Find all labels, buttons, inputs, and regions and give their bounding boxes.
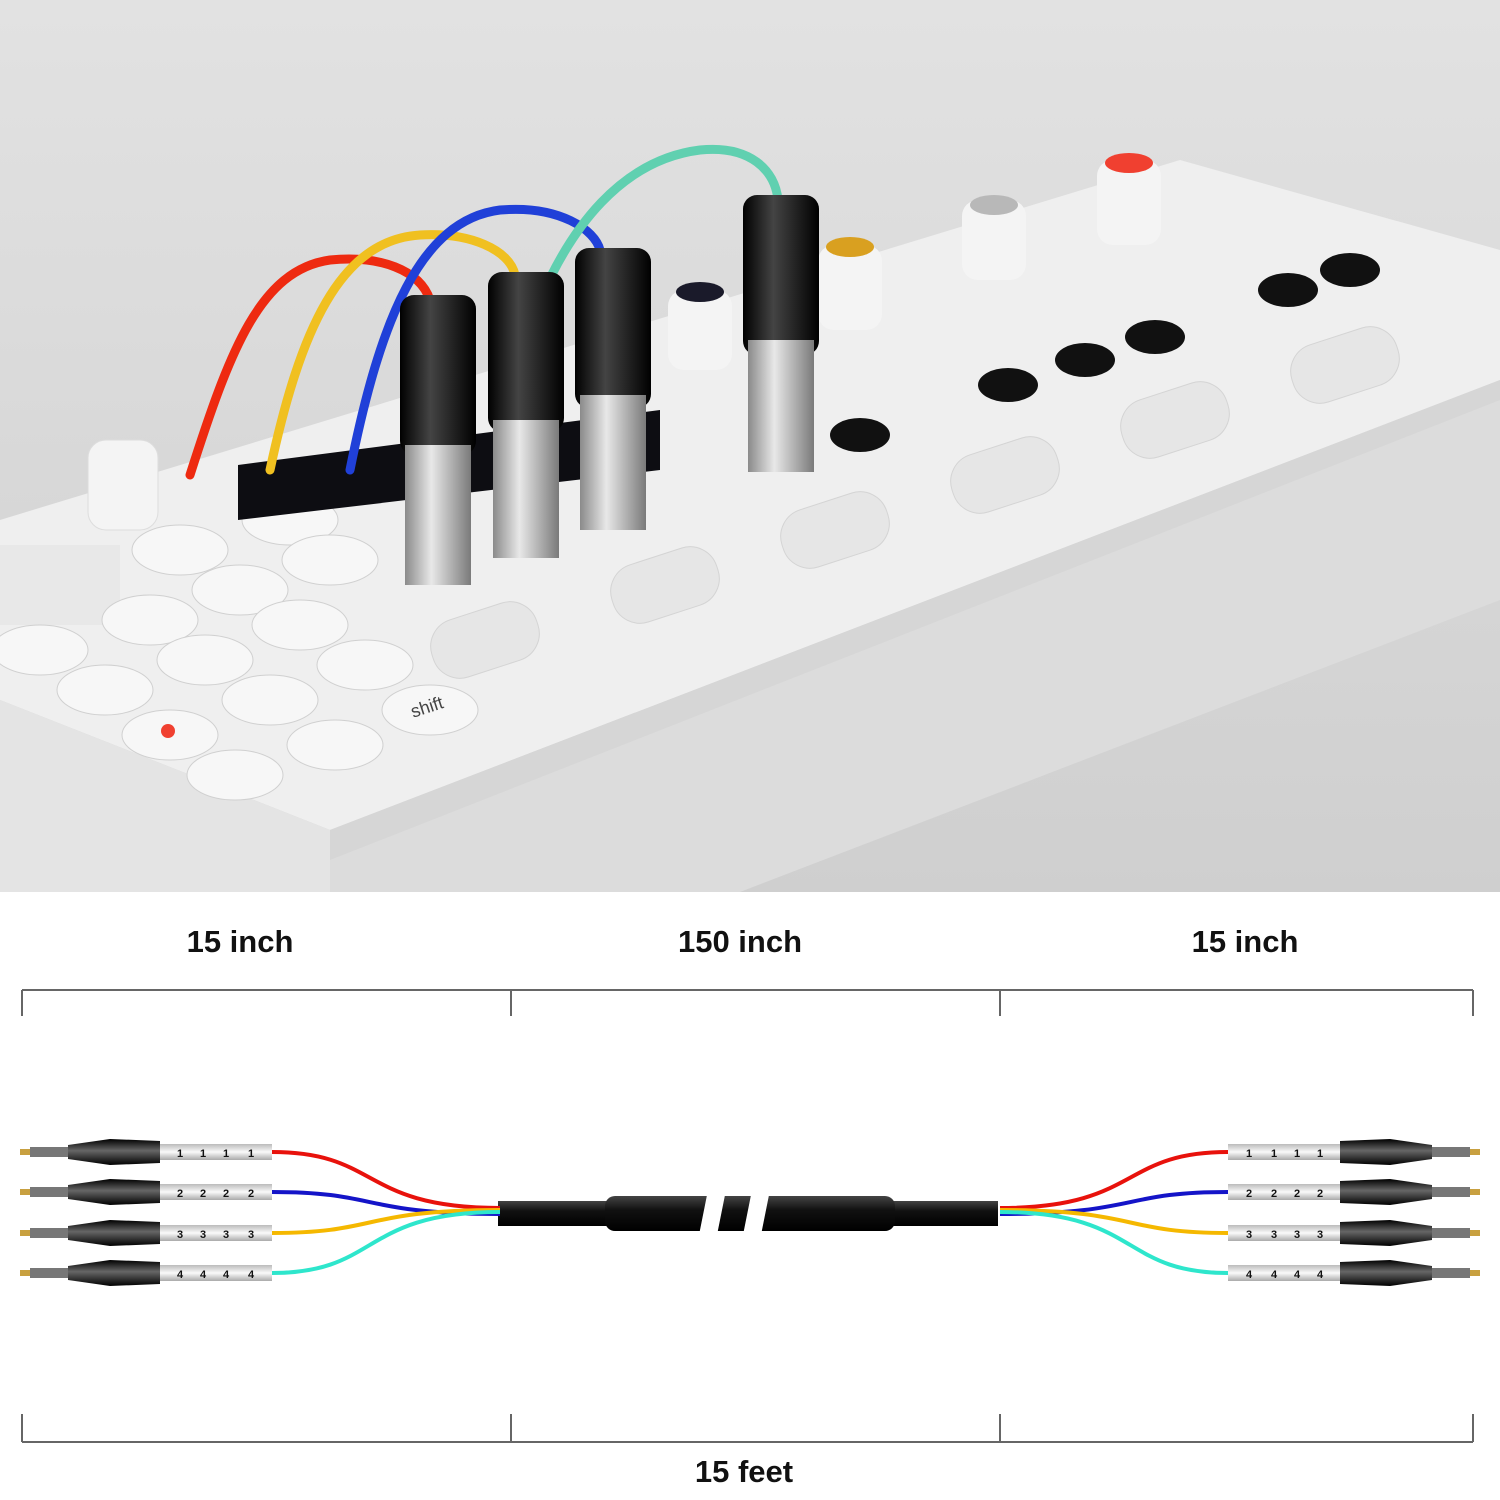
total-length-label: 15 feet	[694, 1454, 794, 1489]
channel-number-label: 4	[177, 1269, 184, 1281]
top-dimension-line	[21, 989, 1474, 1016]
jack-plug-right-2: 2 2 2 2	[1228, 1179, 1480, 1205]
jack-plug-right-1: 1 1 1 1	[1228, 1139, 1480, 1165]
speaker-grille	[0, 545, 120, 625]
channel-number-label: 3	[200, 1229, 206, 1241]
channel-number-label: 2	[1246, 1188, 1252, 1200]
channel-number-label: 2	[200, 1188, 206, 1200]
wire-left-3	[271, 1208, 501, 1235]
channel-number-label: 2	[1294, 1188, 1300, 1200]
xlr-plugs	[400, 195, 819, 585]
wire-right-4	[999, 1210, 1229, 1275]
channel-number-label: 1	[1271, 1148, 1277, 1160]
channel-number-label: 3	[1271, 1229, 1277, 1241]
jack-plug-right-4: 4 4 4 4	[1228, 1260, 1480, 1286]
bottom-dimension-line	[21, 1414, 1474, 1443]
xlr-plug-4	[743, 195, 819, 472]
right-length-label: 15 inch	[1191, 924, 1299, 959]
channel-number-label: 3	[177, 1229, 183, 1241]
wire-right-1	[999, 1150, 1229, 1210]
channel-number-label: 1	[1317, 1148, 1323, 1160]
channel-number-label: 2	[248, 1188, 254, 1200]
channel-number-label: 4	[223, 1269, 230, 1281]
channel-number-label: 3	[1317, 1229, 1323, 1241]
left-length-label: 15 inch	[186, 924, 294, 959]
channel-number-label: 2	[177, 1188, 183, 1200]
channel-number-label: 1	[1246, 1148, 1252, 1160]
xlr-plug-3	[575, 248, 651, 530]
channel-number-label: 4	[200, 1269, 207, 1281]
jack-plug-right-3: 3 3 3 3	[1228, 1220, 1480, 1246]
channel-number-label: 1	[177, 1148, 183, 1160]
channel-number-label: 1	[223, 1148, 229, 1160]
channel-number-label: 2	[223, 1188, 229, 1200]
knobs	[87, 153, 1161, 531]
jack-plug-left-3: 3 3 3 3	[20, 1220, 272, 1246]
xlr-plug-1	[400, 295, 476, 585]
jack-plug-left-1: 1 1 1 1	[20, 1139, 272, 1165]
channel-number-label: 1	[1294, 1148, 1300, 1160]
xlr-plug-2	[488, 272, 564, 558]
middle-length-label: 150 inch	[677, 924, 803, 959]
channel-number-label: 4	[1246, 1269, 1253, 1281]
record-button-dot	[161, 724, 175, 738]
break-mark	[690, 1140, 736, 1280]
channel-number-label: 3	[223, 1229, 229, 1241]
channel-number-label: 1	[248, 1148, 254, 1160]
channel-number-label: 4	[1294, 1269, 1301, 1281]
black-keys	[830, 253, 1380, 452]
jack-plug-left-2: 2 2 2 2	[20, 1179, 272, 1205]
channel-number-label: 4	[248, 1269, 255, 1281]
channel-number-label: 4	[1271, 1269, 1278, 1281]
jack-plug-left-4: 4 4 4 4	[20, 1260, 272, 1286]
cable-diagram: 1 1 1 1 1 1 1 1 2 2 2 2 2 2 2 2 3 3 3 3 3 3 3 3 4 4 4 4 4 4 4 4	[20, 989, 1480, 1443]
channel-number-label: 3	[1246, 1229, 1252, 1241]
channel-number-label: 1	[200, 1148, 206, 1160]
wire-left-1	[271, 1150, 501, 1210]
wire-left-4	[271, 1210, 501, 1275]
channel-number-label: 2	[1271, 1188, 1277, 1200]
wire-right-3	[999, 1208, 1229, 1235]
channel-number-label: 3	[248, 1229, 254, 1241]
channel-number-label: 4	[1317, 1269, 1324, 1281]
channel-number-label: 3	[1294, 1229, 1300, 1241]
product-photo: shift	[0, 0, 1500, 892]
channel-number-label: 2	[1317, 1188, 1323, 1200]
